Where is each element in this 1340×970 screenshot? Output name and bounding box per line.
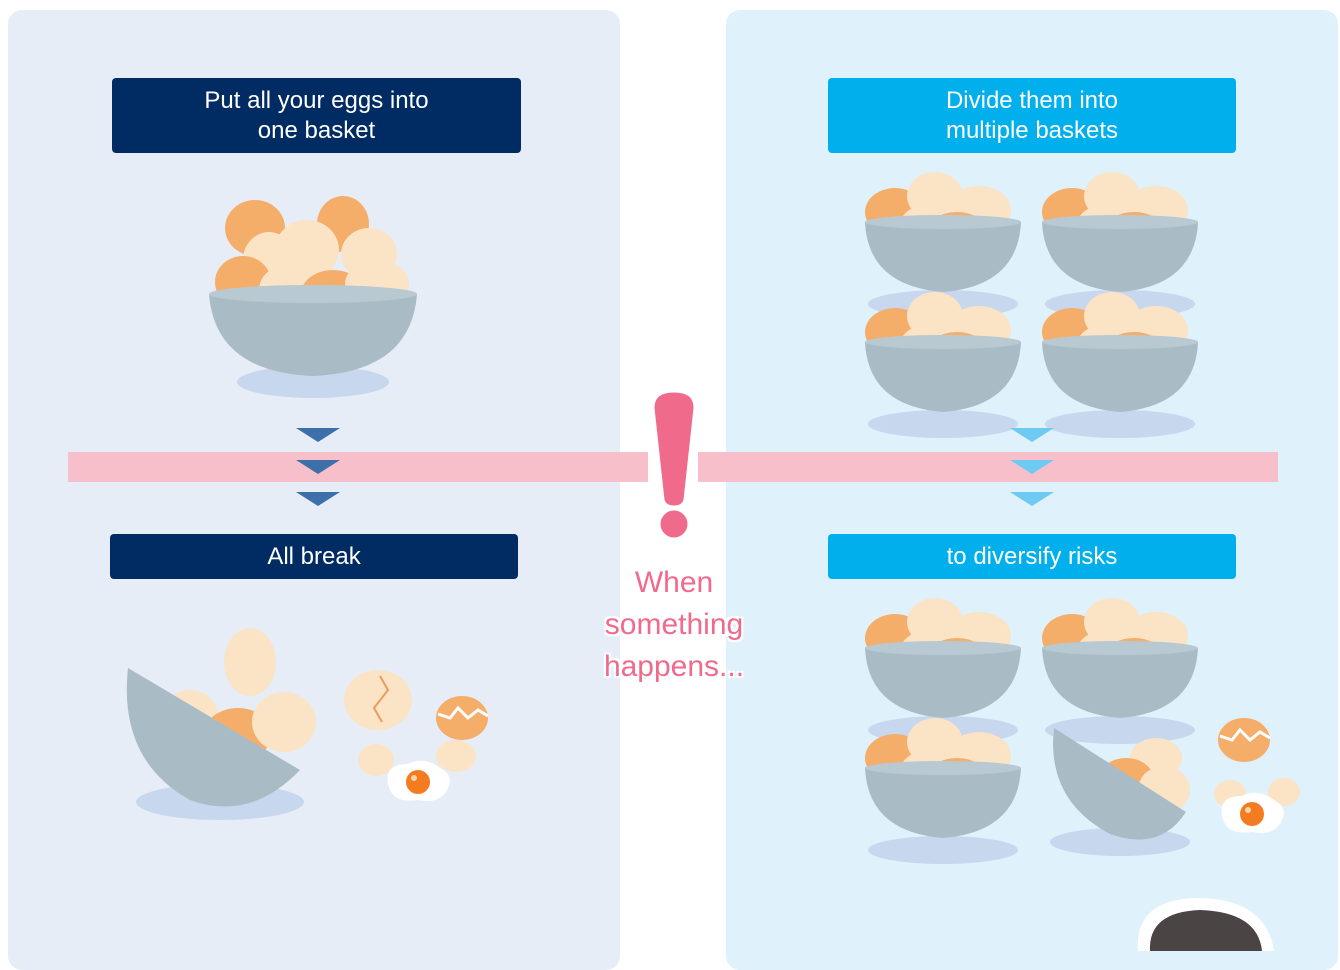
bowl-of-eggs-icon [865,172,1198,438]
multiple-baskets-label-line2: multiple baskets [945,116,1119,144]
when-something-happens-caption: When something happens... [572,562,776,688]
one-basket-label: Put all your eggs into one basket [112,78,521,153]
down-arrow-icon [1010,428,1054,506]
alert-band-right [698,452,1278,482]
cracked-egg-icon [344,670,490,776]
caption-line-3: happens... [603,650,745,683]
left-panel [8,10,620,970]
bowl-of-eggs-icon [209,196,417,398]
tipped-bowl-icon [1050,728,1190,856]
all-break-label: All break [110,534,518,579]
one-basket-label-line1: Put all your eggs into [204,86,429,114]
alert-band-left [68,452,648,482]
exclamation-icon [649,387,699,543]
caption-line-1: When [634,566,714,599]
diversify-risks-label: to diversify risks [828,534,1236,579]
mascot-head-icon [1137,898,1274,951]
fried-egg-icon [387,760,450,801]
down-arrow-icon [296,428,340,506]
one-basket-label-line2: one basket [257,116,376,144]
multiple-baskets-label-line1: Divide them into [945,86,1119,114]
all-break-text: All break [267,542,361,570]
tipped-bowl-icon [126,628,316,820]
diversify-risks-text: to diversify risks [946,542,1118,570]
multiple-baskets-label: Divide them into multiple baskets [828,78,1236,153]
caption-line-2: something [604,608,744,641]
